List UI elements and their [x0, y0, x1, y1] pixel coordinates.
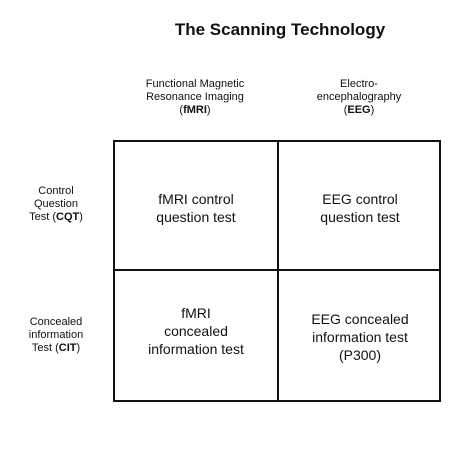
- grid-horizontal-divider: [115, 269, 439, 271]
- cell-line: concealed: [164, 323, 228, 339]
- column-header-abbr-line: (fMRI): [113, 104, 277, 117]
- column-abbr-fmri: fMRI: [183, 104, 207, 116]
- paren-close: ): [76, 342, 81, 354]
- row-abbr-cqt: CQT: [56, 211, 80, 223]
- cell-line: question test: [320, 209, 400, 225]
- row-header-cqt: Control Question Test (CQT): [16, 185, 96, 224]
- cell-eeg-cit: EEG concealed information test (P300): [280, 310, 440, 364]
- cell-line: EEG concealed: [311, 311, 409, 327]
- cell-line: question test: [156, 209, 236, 225]
- matrix-grid: fMRI control question test EEG control q…: [113, 140, 441, 402]
- row-header-abbr-line: Test (CQT): [16, 211, 96, 224]
- row-header-prefix: Test (: [29, 211, 56, 223]
- cell-line: (P300): [338, 347, 382, 363]
- diagram-title: The Scanning Technology: [174, 20, 386, 39]
- cell-fmri-cqt: fMRI control question test: [116, 190, 276, 226]
- row-abbr-cit: CIT: [58, 342, 77, 354]
- column-abbr-eeg: EEG: [347, 104, 371, 116]
- cell-line: fMRI: [181, 305, 211, 321]
- row-header-cit: Concealed information Test (CIT): [16, 316, 96, 355]
- row-header-line: Control: [38, 185, 74, 197]
- cell-line: fMRI control: [158, 191, 234, 207]
- paren-close: ): [79, 211, 83, 223]
- paren-open: (: [343, 104, 348, 116]
- column-header-abbr-line: (EEG): [277, 104, 441, 117]
- cell-line: information test: [148, 341, 244, 357]
- column-header-line: Functional Magnetic: [145, 78, 245, 90]
- cell-eeg-cqt: EEG control question test: [280, 190, 440, 226]
- cell-line: EEG control: [322, 191, 398, 207]
- row-header-prefix: Test (: [31, 342, 59, 354]
- column-header-line: Electro-: [340, 78, 378, 90]
- column-header-eeg: Electro- encephalography (EEG): [277, 78, 441, 117]
- row-header-line: Concealed: [29, 316, 83, 328]
- grid-vertical-divider: [277, 142, 279, 400]
- row-header-abbr-line: Test (CIT): [16, 342, 96, 355]
- paren-close: ): [370, 104, 375, 116]
- paren-open: (: [179, 104, 184, 116]
- cell-line: information test: [312, 329, 408, 345]
- paren-close: ): [206, 104, 211, 116]
- row-header-line: Question: [33, 198, 79, 210]
- column-header-line: Resonance Imaging: [146, 91, 244, 103]
- row-header-line: information: [28, 329, 84, 341]
- cell-fmri-cit: fMRI concealed information test: [116, 304, 276, 358]
- column-header-fmri: Functional Magnetic Resonance Imaging (f…: [113, 78, 277, 117]
- column-header-line: encephalography: [316, 91, 402, 103]
